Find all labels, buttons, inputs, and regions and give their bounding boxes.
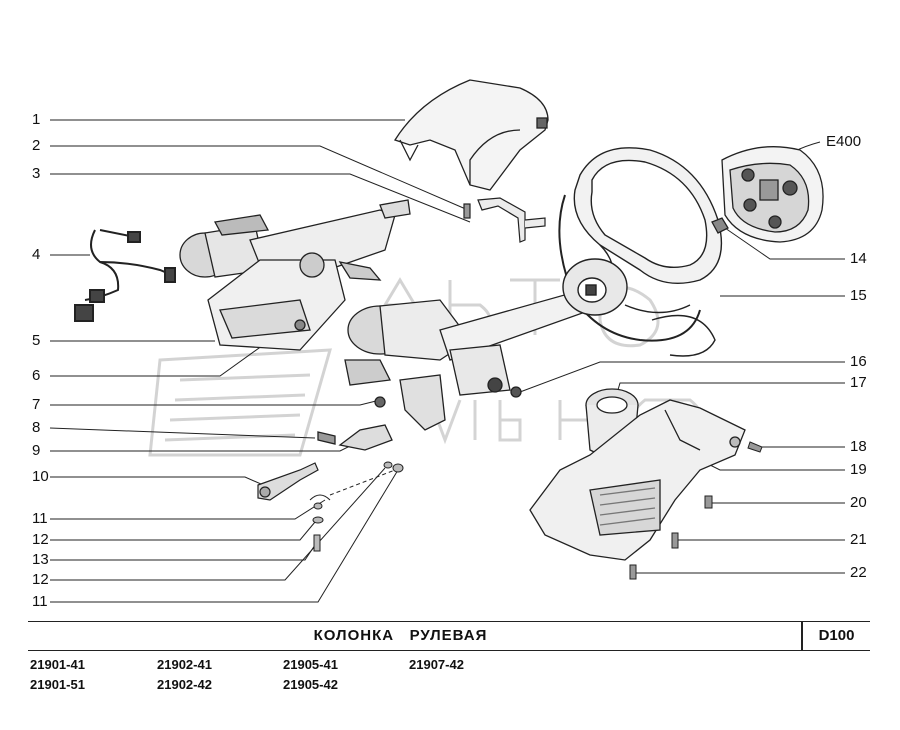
wiring-harness <box>74 229 176 322</box>
callout-19: 19 <box>850 461 867 478</box>
model-code: 21907-42 <box>409 657 464 672</box>
callout-16: 16 <box>850 353 867 370</box>
callout-17: 17 <box>850 374 867 391</box>
model-code: 21902-41 <box>157 657 212 672</box>
steering-column-assembly <box>179 199 411 351</box>
diagram-title: КОЛОНКА РУЛЕВАЯ <box>313 627 488 644</box>
model-list: 21901-41 21902-41 21905-41 21907-42 2190… <box>30 657 570 697</box>
callout-9: 9 <box>32 442 41 459</box>
callout-18: 18 <box>850 438 867 455</box>
fasteners <box>309 461 404 552</box>
title-separator <box>801 622 803 650</box>
callout-11a: 11 <box>32 510 48 527</box>
callout-14: 14 <box>850 250 867 267</box>
callout-12b: 12 <box>32 571 49 588</box>
callout-8: 8 <box>32 419 41 436</box>
model-code: 21905-42 <box>283 677 338 692</box>
lower-column-lock <box>317 284 606 451</box>
model-code: 21905-41 <box>283 657 338 672</box>
leader-lines <box>49 119 845 603</box>
callout-13: 13 <box>32 551 49 568</box>
callout-5: 5 <box>32 332 41 349</box>
model-code: 21901-41 <box>30 657 85 672</box>
clip-part <box>257 462 319 501</box>
diagram-code: D100 <box>818 627 855 644</box>
callout-12a: 12 <box>32 531 49 548</box>
callout-7: 7 <box>32 396 41 413</box>
airbag-module <box>711 146 824 243</box>
steering-wheel <box>558 147 723 357</box>
callout-2: 2 <box>32 137 41 154</box>
screws <box>629 441 763 580</box>
callout-15: 15 <box>850 287 867 304</box>
callout-21: 21 <box>850 531 867 548</box>
upper-column-cover <box>394 79 549 191</box>
callout-6: 6 <box>32 367 41 384</box>
callout-10: 10 <box>32 468 49 485</box>
model-code: 21901-51 <box>30 677 85 692</box>
lower-shroud <box>529 399 746 561</box>
callout-11b: 11 <box>32 593 48 610</box>
cover-bracket <box>463 197 546 243</box>
callout-22: 22 <box>850 564 867 581</box>
title-bar: КОЛОНКА РУЛЕВАЯ D100 <box>28 621 870 651</box>
callout-3: 3 <box>32 165 41 182</box>
callout-4: 4 <box>32 246 41 263</box>
callout-e400: E400 <box>826 133 862 150</box>
model-code: 21902-42 <box>157 677 212 692</box>
callout-20: 20 <box>850 494 867 511</box>
parts-diagram <box>49 79 845 603</box>
callout-1: 1 <box>32 111 41 128</box>
